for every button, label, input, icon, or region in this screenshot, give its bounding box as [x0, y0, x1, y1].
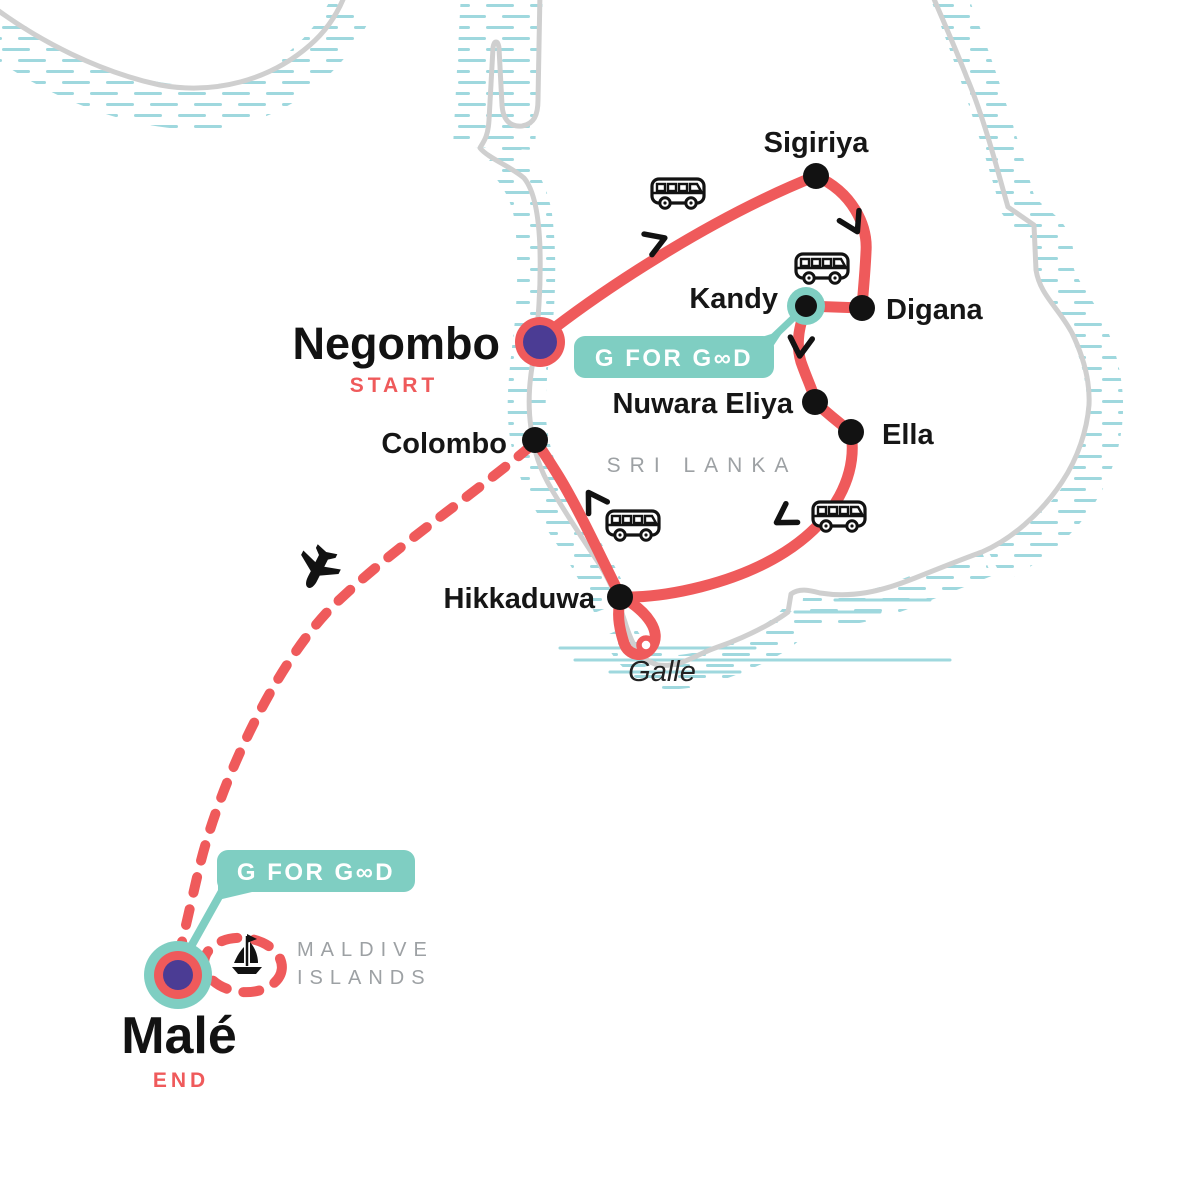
end-marker-core	[163, 960, 193, 990]
route-loop-maldives	[199, 932, 287, 998]
bus-icon	[811, 500, 867, 533]
route-segment-colombo-male-flight	[172, 441, 536, 967]
start-tag: START	[350, 374, 438, 397]
region-label-islands: ISLANDS	[297, 967, 432, 989]
region-label-sri-lanka: SRI LANKA	[607, 454, 798, 477]
stop-label-kandy: Kandy	[689, 283, 778, 315]
direction-arrow-icon	[787, 334, 816, 359]
visit-marker-galle	[636, 635, 656, 655]
bus-icon	[650, 177, 706, 210]
badge-label: G FOR G∞D	[237, 859, 395, 886]
direction-arrow-icon	[773, 500, 801, 526]
region-label-maldive: MALDIVE	[297, 939, 434, 961]
route-segment-ella-hikkaduwa	[616, 426, 858, 603]
route-segment-sigiriya-digana	[810, 170, 872, 314]
stop-markers	[144, 163, 875, 1009]
stop-marker-hikkaduwa	[607, 584, 633, 610]
end-marker-male	[144, 941, 212, 1009]
route-segment-negombo-sigiriya	[538, 170, 822, 342]
stop-label-sigiriya: Sigiriya	[764, 127, 870, 159]
bus-icon	[794, 252, 850, 285]
route-solid	[530, 170, 872, 660]
sailboat-icon	[232, 934, 262, 974]
visit-label-galle: Galle	[628, 656, 696, 688]
stop-label-nuwara-eliya: Nuwara Eliya	[612, 388, 793, 420]
map-labels: Sigiriya Digana Kandy Nuwara Eliya Ella …	[121, 127, 983, 1092]
badge-background	[574, 336, 774, 378]
stop-marker-sigiriya	[803, 163, 829, 189]
water-hatch-east-coast	[931, 0, 1124, 582]
badge-label: G FOR G∞D	[595, 345, 753, 372]
bus-icon	[605, 509, 661, 542]
start-marker-negombo	[515, 317, 565, 367]
stop-label-colombo: Colombo	[381, 428, 507, 460]
end-tag: END	[153, 1069, 209, 1092]
plane-icon	[301, 544, 341, 588]
stop-marker-nuwara-eliya	[802, 389, 828, 415]
direction-arrow-icon	[641, 231, 668, 258]
stop-marker-kandy	[795, 295, 817, 317]
stop-marker-ella	[838, 419, 864, 445]
stop-label-digana: Digana	[886, 294, 984, 326]
stop-marker-colombo	[522, 427, 548, 453]
water-hatch-west-coast	[484, 137, 630, 614]
route-dashed-flight	[172, 441, 536, 998]
stop-label-hikkaduwa: Hikkaduwa	[444, 583, 596, 615]
direction-arrow-icon	[836, 207, 862, 235]
badge-background	[217, 850, 415, 892]
direction-arrow-icon	[585, 489, 611, 517]
route-direction-arrows	[585, 207, 862, 526]
start-label-negombo: Negombo	[293, 318, 501, 369]
stop-label-ella: Ella	[882, 419, 934, 451]
coastline-sri-lanka	[477, 0, 1092, 668]
transport-icons	[232, 177, 867, 974]
g-for-good-badge-kandy: G FOR G∞D	[574, 302, 810, 378]
coastline-india	[0, 0, 346, 91]
coastlines	[0, 0, 1092, 668]
end-label-male: Malé	[121, 1007, 237, 1065]
water-hatch-india-coast	[0, 0, 370, 130]
route-segment-galle-loop	[613, 591, 661, 660]
start-marker-core	[523, 325, 557, 359]
stop-marker-digana	[849, 295, 875, 321]
